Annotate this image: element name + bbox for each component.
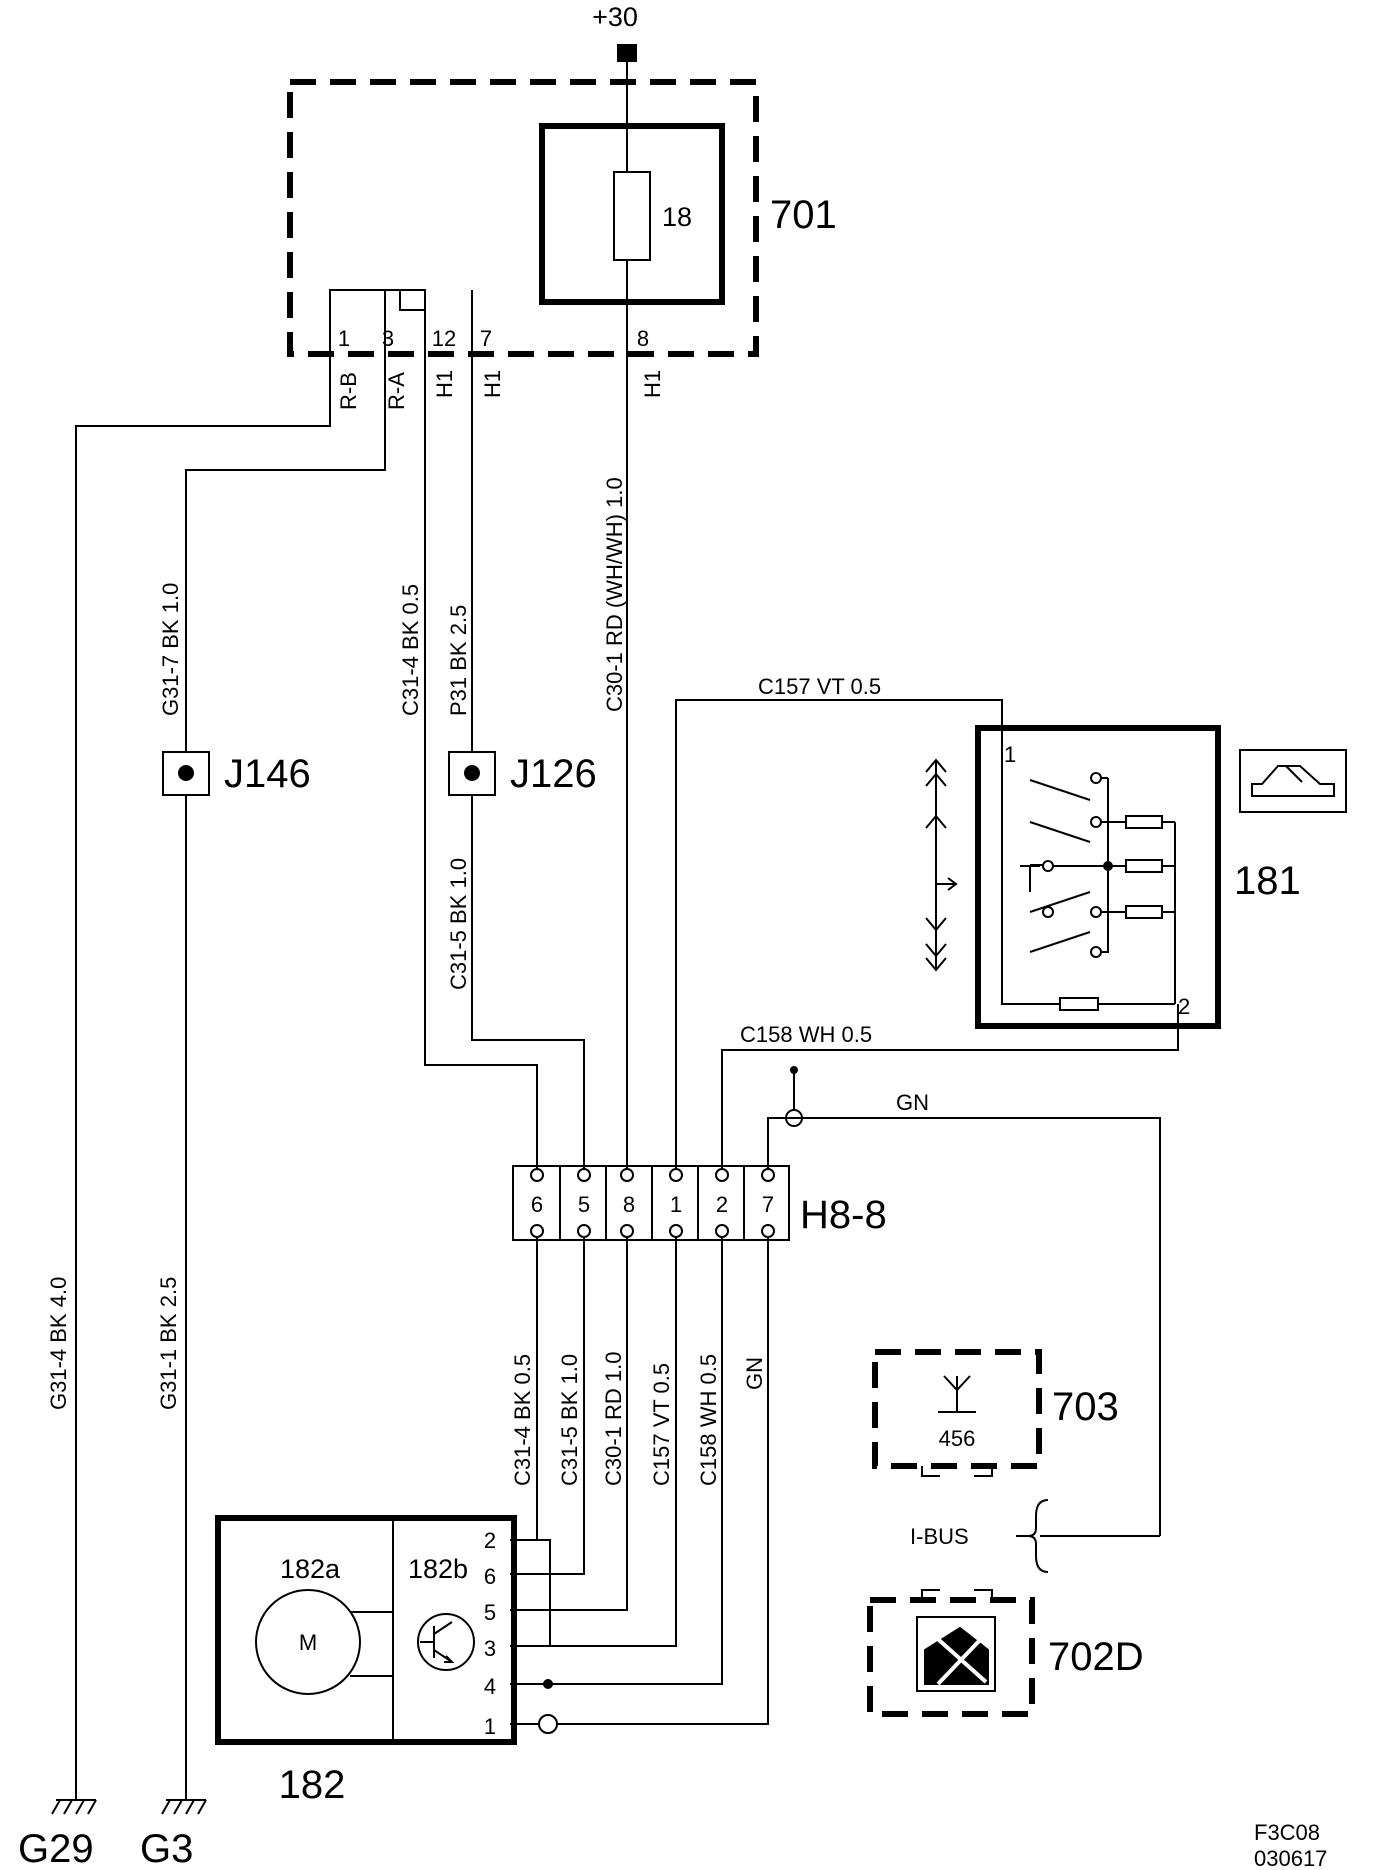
- h8-pin-6: 6: [531, 1192, 543, 1217]
- wire-label-c31-5: C31-5 BK 1.0: [446, 858, 471, 990]
- switch-181: [975, 725, 1221, 1029]
- wire-label-c157: C157 VT 0.5: [758, 674, 881, 699]
- label-h1-7: H1: [480, 370, 505, 398]
- wire-low-gn: [510, 1236, 769, 1725]
- splice-j126-label: J126: [510, 752, 597, 796]
- h8-pin-2: 2: [716, 1192, 728, 1217]
- ecu-703-label: 703: [1052, 1385, 1119, 1429]
- ground-g29-label: G29: [18, 1827, 94, 1870]
- direction-arrows-icon: [925, 758, 958, 972]
- ecu-703-sub: 456: [939, 1426, 976, 1451]
- pin-701-1: 1: [338, 326, 350, 351]
- motor-182a-label: 182a: [280, 1554, 341, 1584]
- fuse-box-701: [287, 79, 759, 357]
- low-label-gn: GN: [742, 1357, 767, 1390]
- antenna-icon: [938, 1375, 976, 1413]
- ibus-brace: [1016, 1499, 1160, 1573]
- motor-pin-1: 1: [484, 1714, 496, 1739]
- label-h1-12: H1: [432, 370, 457, 398]
- ecu-703-bus-tabs: [921, 1466, 993, 1477]
- motor-symbol: M: [299, 1630, 317, 1655]
- low-label-c30-1: C30-1 RD 1.0: [601, 1351, 626, 1486]
- h8-pin-8: 8: [623, 1192, 635, 1217]
- sunroof-icon: [1251, 765, 1335, 797]
- fuse-holder: [539, 123, 725, 305]
- h8-pin-1: 1: [670, 1192, 682, 1217]
- switch-pin-2: 2: [1178, 994, 1190, 1019]
- pin-701-12: 12: [432, 326, 456, 351]
- low-label-c157: C157 VT 0.5: [649, 1363, 674, 1486]
- ibus-label: I-BUS: [910, 1524, 969, 1549]
- low-label-c31-5: C31-5 BK 1.0: [557, 1354, 582, 1486]
- transistor-icon: [417, 1613, 475, 1671]
- wire-gn: [767, 1117, 1161, 1536]
- wire-label-g31-1: G31-1 BK 2.5: [156, 1277, 181, 1410]
- wire-g31-4: [75, 354, 331, 1800]
- wire-c31-4: [424, 354, 538, 1175]
- wire-low-c158: [510, 1236, 723, 1685]
- wire-label-p31: P31 BK 2.5: [446, 605, 471, 716]
- component-701-label: 701: [770, 193, 837, 237]
- ecu-702d: [867, 1597, 1035, 1717]
- motor-pin-6: 6: [484, 1564, 496, 1589]
- wire-g31-7: [185, 354, 386, 752]
- pin-701-7: 7: [480, 326, 492, 351]
- connector-h8-8-label: H8-8: [800, 1193, 887, 1237]
- ecu-703: [872, 1349, 1042, 1469]
- motor-pin-4: 4: [484, 1674, 496, 1699]
- pin-701-3: 3: [382, 326, 394, 351]
- motor-pin-3: 3: [484, 1636, 496, 1661]
- motor-pin-5: 5: [484, 1600, 496, 1625]
- wire-c157: [675, 699, 1003, 1175]
- display-icon: [916, 1616, 996, 1692]
- motor-pin-2: 2: [484, 1528, 496, 1553]
- label-r-b: R-B: [336, 372, 361, 410]
- wire-label-c31-4: C31-4 BK 0.5: [398, 584, 423, 716]
- wire-label-c158: C158 WH 0.5: [740, 1022, 872, 1047]
- ecu-702d-bus-tabs: [921, 1589, 993, 1600]
- motor-unit-182-label: 182: [279, 1763, 346, 1807]
- connector-dividers: [559, 1166, 745, 1240]
- pin-701-8: 8: [637, 326, 649, 351]
- wire-c31-5: [471, 795, 585, 1175]
- fuse-number: 18: [662, 202, 692, 232]
- wire-low-c157: [510, 1236, 677, 1647]
- motor-icon: [255, 1589, 361, 1695]
- switch-181-label: 181: [1234, 859, 1301, 903]
- ground-g3-label: G3: [140, 1827, 193, 1870]
- splice-j146: [162, 751, 210, 796]
- low-label-c31-4: C31-4 BK 0.5: [510, 1354, 535, 1486]
- fuse-box-internal: [329, 289, 473, 354]
- motor-unit-182: [215, 1515, 517, 1745]
- label-r-a: R-A: [384, 372, 409, 410]
- label-h1-8: H1: [640, 370, 665, 398]
- fuse-18: [613, 171, 651, 261]
- ground-g3-icon: [161, 1799, 207, 1815]
- roof-icon-frame: [1239, 749, 1347, 813]
- electronics-182b-label: 182b: [408, 1554, 468, 1584]
- low-label-c158: C158 WH 0.5: [696, 1354, 721, 1486]
- wire-label-g31-4: G31-4 BK 4.0: [46, 1277, 71, 1410]
- wire-label-c30-1: C30-1 RD (WH/WH) 1.0: [602, 477, 627, 712]
- ground-g29-icon: [51, 1799, 97, 1815]
- switch-contacts: [1001, 760, 1176, 1011]
- ecu-702d-label: 702D: [1048, 1635, 1144, 1679]
- doc-code: F3C08: [1254, 1820, 1320, 1845]
- supply-terminal: [617, 44, 637, 62]
- splice-j126-dot: [464, 765, 480, 781]
- splice-j146-dot: [178, 765, 194, 781]
- h8-pin-7: 7: [762, 1192, 774, 1217]
- wire-label-g31-7: G31-7 BK 1.0: [158, 583, 183, 716]
- switch-pin-1: 1: [1004, 742, 1016, 767]
- wire-label-gn: GN: [896, 1090, 929, 1115]
- splice-j126: [448, 751, 496, 796]
- sunroof-icon-detail: [1285, 765, 1303, 783]
- splice-j146-label: J146: [224, 752, 311, 796]
- motor-connections: [350, 1611, 393, 1677]
- motor-unit-pins: [514, 1539, 558, 1734]
- doc-date: 030617: [1254, 1846, 1327, 1870]
- supply-label: +30: [592, 2, 638, 32]
- h8-pin-5: 5: [578, 1192, 590, 1217]
